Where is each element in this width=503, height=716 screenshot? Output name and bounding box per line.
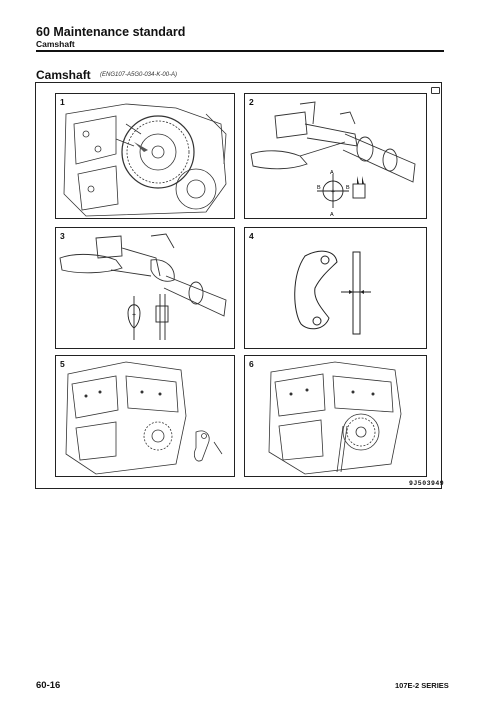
label-b: B <box>346 185 350 191</box>
figure-panel-6: 6 <box>244 355 427 477</box>
chapter-title: 60 Maintenance standard <box>36 25 186 39</box>
svg-text:+: + <box>331 187 336 196</box>
cam-lobe-measurement-illustration: + <box>59 233 227 340</box>
document-code: (ENG107-A5G0-034-K-00-A) <box>100 72 178 78</box>
panel-number: 4 <box>249 231 254 241</box>
page-title: Camshaft <box>36 68 91 82</box>
figure-panel-5: 5 <box>55 355 235 477</box>
svg-text:+: + <box>132 312 136 319</box>
section-title: Camshaft <box>36 39 75 49</box>
panel-number: 1 <box>60 97 65 107</box>
figure-panel-3: 3 + <box>55 227 235 349</box>
figure-code: 9J503949 <box>409 480 445 487</box>
label-a: A <box>330 212 334 218</box>
label-b: B <box>317 185 321 191</box>
header-divider <box>36 50 444 52</box>
series-label: 107E-2 SERIES <box>395 681 449 690</box>
panel-number: 3 <box>60 231 65 241</box>
label-a: A <box>330 170 334 176</box>
panel-number: 6 <box>249 359 254 369</box>
camera-icon <box>431 87 440 94</box>
figure-panel-4: 4 <box>244 227 427 349</box>
page-number: 60-16 <box>36 680 61 691</box>
journal-measurement-illustration: + A A B B <box>250 101 416 218</box>
figure-panel-2: 2 + A A B B <box>244 93 427 219</box>
engine-installation-illustration <box>268 361 402 475</box>
engine-gear-illustration <box>63 103 227 217</box>
panel-number: 5 <box>60 359 65 369</box>
panel-number: 2 <box>249 97 254 107</box>
engine-removal-illustration <box>65 361 223 475</box>
thrust-plate-illustration <box>294 250 371 335</box>
figure-frame <box>35 82 442 489</box>
figure-panel-1: 1 <box>55 93 235 219</box>
